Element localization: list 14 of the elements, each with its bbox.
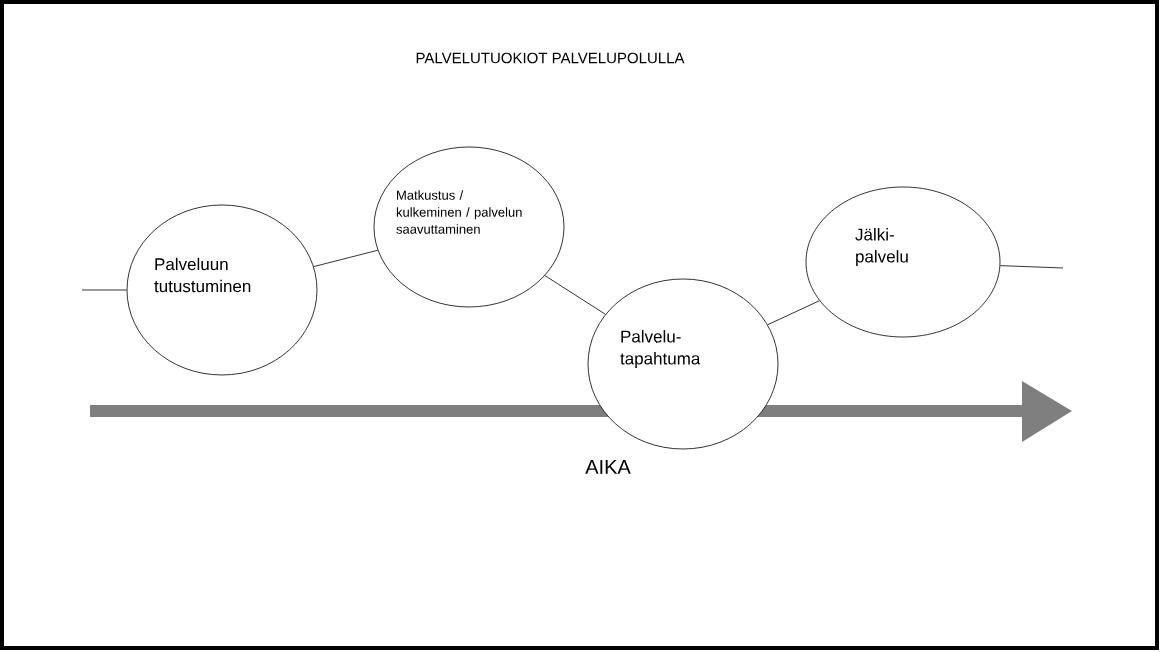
stage-ellipse xyxy=(805,186,1001,338)
stage-ellipse xyxy=(373,146,565,308)
connector-line xyxy=(81,289,127,291)
connector-line xyxy=(767,300,820,326)
stage-ellipse xyxy=(587,278,779,450)
node-label: Palvelu- tapahtuma xyxy=(620,330,701,368)
title: PALVELUTUOKIOT PALVELUPOLULLA xyxy=(416,52,685,64)
node-label: Palveluun tutustuminen xyxy=(154,257,251,293)
stage-ellipse xyxy=(126,204,318,376)
node-label: Jälki- palvelu xyxy=(855,228,908,266)
connector-line xyxy=(313,249,379,267)
connector-line xyxy=(999,265,1064,269)
node-label: Matkustus / kulkeminen / palvelun saavuttaminen xyxy=(396,190,522,234)
connector-line xyxy=(544,275,606,315)
